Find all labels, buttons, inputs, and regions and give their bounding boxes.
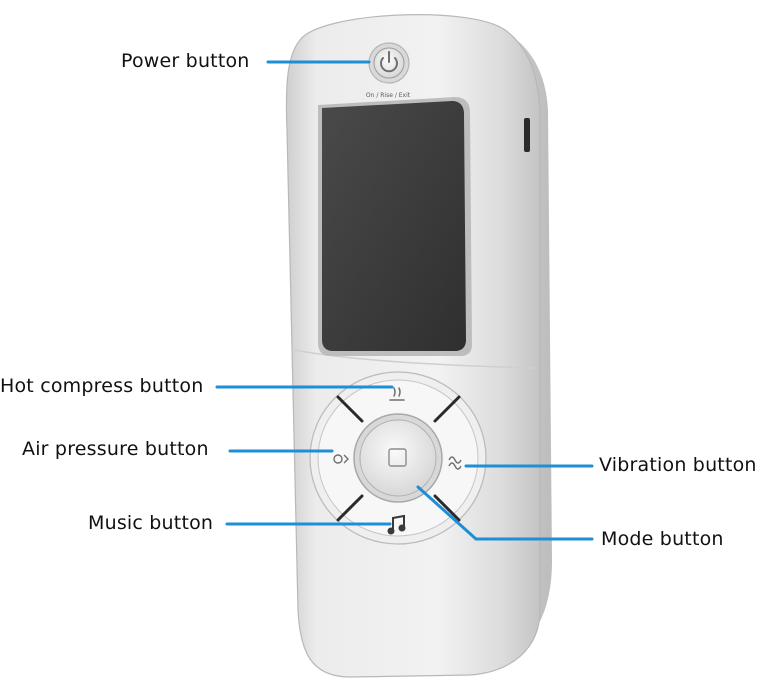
music-button-label: Music button bbox=[88, 512, 214, 534]
screen bbox=[322, 101, 466, 351]
air-pressure-button-label: Air pressure button bbox=[22, 438, 209, 460]
power-button-label: Power button bbox=[121, 50, 250, 72]
mode-button bbox=[359, 419, 437, 497]
power-caption: On / Rise / Exit bbox=[366, 92, 411, 99]
vibration-button-label: Vibration button bbox=[599, 454, 757, 476]
mode-button-label: Mode button bbox=[601, 528, 724, 550]
music-icon bbox=[387, 514, 406, 535]
hot-compress-icon bbox=[389, 387, 405, 401]
vibration-icon bbox=[448, 456, 462, 470]
side-port bbox=[524, 118, 530, 152]
hot-compress-button-label: Hot compress button bbox=[0, 375, 204, 397]
power-icon bbox=[380, 51, 398, 73]
air-pressure-icon bbox=[333, 454, 349, 464]
body-seam bbox=[293, 349, 536, 369]
control-pad-dividers bbox=[336, 395, 461, 522]
mode-icon bbox=[388, 448, 407, 467]
leader-lines bbox=[215, 60, 594, 541]
mode-leader-line bbox=[416, 485, 594, 541]
